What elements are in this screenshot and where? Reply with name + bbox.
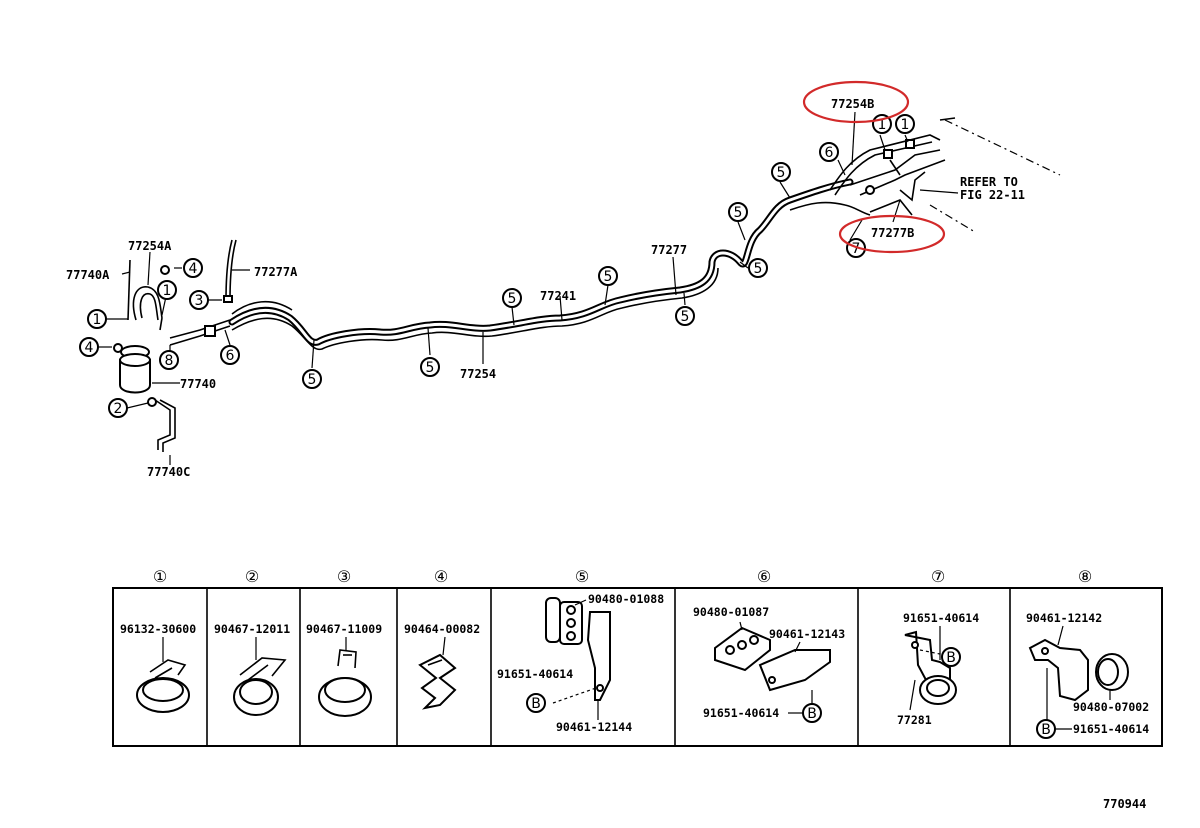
marker-5-f: 5 <box>675 306 695 326</box>
svg-text:8: 8 <box>165 353 174 369</box>
marker-5-b: 5 <box>728 202 748 222</box>
svg-text:7: 7 <box>852 241 861 257</box>
part-number-c2: 90467-12011 <box>214 622 290 636</box>
svg-text:1: 1 <box>878 117 887 133</box>
part-number-c5c: 90461-12144 <box>556 720 632 734</box>
svg-text:1: 1 <box>93 312 102 328</box>
svg-text:6: 6 <box>226 348 235 364</box>
part-number-c3: 90467-11009 <box>306 622 382 636</box>
part-number-c1: 96132-30600 <box>120 622 196 636</box>
marker-1-d: 1 <box>87 309 107 329</box>
part-number-c8c: 91651-40614 <box>1073 722 1149 736</box>
highlight-marks <box>802 80 946 254</box>
part-number-c6a: 90480-01087 <box>693 605 769 619</box>
table-header-5: ⑤ <box>575 567 589 586</box>
svg-text:5: 5 <box>426 360 435 376</box>
part-number-c7a: 91651-40614 <box>903 611 979 625</box>
pipe-clamp-icon: B <box>904 626 961 711</box>
marker-8-a: 8 <box>159 350 179 370</box>
front-connection-assembly <box>829 117 1061 233</box>
part-number-c6b: 90461-12143 <box>769 627 845 641</box>
marker-5-d: 5 <box>598 266 618 286</box>
svg-text:6: 6 <box>825 145 834 161</box>
parts-table: ① ② ③ ④ ⑤ ⑥ ⑦ ⑧ 96132-30600 90467-12011 … <box>112 567 1163 747</box>
table-header-4: ④ <box>434 567 448 586</box>
marker-5-e: 5 <box>502 288 522 308</box>
part-number-c8a: 90461-12142 <box>1026 611 1102 625</box>
marker-1-b: 1 <box>895 114 915 134</box>
figure-id: 770944 <box>1103 797 1146 811</box>
table-header-6: ⑥ <box>757 567 771 586</box>
svg-text:1: 1 <box>163 283 172 299</box>
table-header-2: ② <box>245 567 259 586</box>
label-77277A: 77277A <box>254 265 298 279</box>
svg-text:5: 5 <box>508 291 517 307</box>
svg-text:4: 4 <box>85 340 94 356</box>
pipe-clamp-bracket-icon: B <box>526 597 611 720</box>
table-header-1: ① <box>153 567 167 586</box>
svg-text:5: 5 <box>734 205 743 221</box>
highlight-77277B <box>838 214 946 254</box>
bolt-marker-b: B <box>946 650 956 666</box>
hose-clamp-icon <box>136 659 190 713</box>
hose-clamp-icon <box>233 657 287 716</box>
label-77740C: 77740C <box>147 465 190 479</box>
part-number-c8b: 90480-07002 <box>1073 700 1149 714</box>
part-number-c5a: 90480-01088 <box>588 592 664 606</box>
label-77740A: 77740A <box>66 268 110 282</box>
highlight-77254B <box>802 80 910 124</box>
svg-text:5: 5 <box>777 165 786 181</box>
label-77241: 77241 <box>540 289 576 303</box>
hose-clamp-icon <box>318 649 372 717</box>
bracket-and-grommet-icon: B <box>1028 625 1129 739</box>
label-refer-line1: REFER TO <box>960 175 1018 189</box>
bolt-marker-b: B <box>1041 722 1051 738</box>
svg-text:5: 5 <box>681 309 690 325</box>
bolt-marker-b: B <box>531 696 541 712</box>
marker-5-g: 5 <box>420 357 440 377</box>
marker-5-c: 5 <box>748 258 768 278</box>
part-number-c4: 90464-00082 <box>404 622 480 636</box>
marker-3-a: 3 <box>189 290 209 310</box>
svg-text:5: 5 <box>308 372 317 388</box>
label-77254: 77254 <box>460 367 496 381</box>
marker-5-h: 5 <box>302 369 322 389</box>
diagram-markers: 1 1 6 5 5 7 5 5 5 5 5 5 6 4 3 1 1 4 8 2 <box>79 114 915 418</box>
table-header-7: ⑦ <box>931 567 945 586</box>
part-number-c7b: 77281 <box>897 713 932 727</box>
marker-4-b: 4 <box>79 337 99 357</box>
label-77254B: 77254B <box>831 97 874 111</box>
label-77277B: 77277B <box>871 226 914 240</box>
svg-text:5: 5 <box>604 269 613 285</box>
marker-5-a: 5 <box>771 162 791 182</box>
canister-assembly <box>113 239 237 452</box>
marker-6-a: 6 <box>819 142 839 162</box>
fuel-pipe-bundle <box>228 178 871 351</box>
svg-text:2: 2 <box>114 401 123 417</box>
table-header-3: ③ <box>337 567 351 586</box>
svg-text:3: 3 <box>195 293 204 309</box>
svg-text:5: 5 <box>754 261 763 277</box>
callout-labels: 77254B 77277B REFER TO FIG 22-11 77254A … <box>66 97 1025 479</box>
marker-2-a: 2 <box>108 398 128 418</box>
marker-6-b: 6 <box>220 345 240 365</box>
part-number-c5b: 91651-40614 <box>497 667 573 681</box>
label-77277: 77277 <box>651 243 687 257</box>
marker-1-c: 1 <box>157 280 177 300</box>
pipe-clip-icon <box>418 653 457 710</box>
bolt-marker-b: B <box>807 706 817 722</box>
label-77740: 77740 <box>180 377 216 391</box>
label-refer-line2: FIG 22-11 <box>960 188 1025 202</box>
label-77254A: 77254A <box>128 239 172 253</box>
pipe-clamp-bracket-icon: B <box>714 621 831 723</box>
svg-text:4: 4 <box>189 261 198 277</box>
svg-text:1: 1 <box>901 117 910 133</box>
leader-lines <box>98 111 959 465</box>
part-number-c6c: 91651-40614 <box>703 706 779 720</box>
marker-4-a: 4 <box>183 258 203 278</box>
table-header-8: ⑧ <box>1078 567 1092 586</box>
